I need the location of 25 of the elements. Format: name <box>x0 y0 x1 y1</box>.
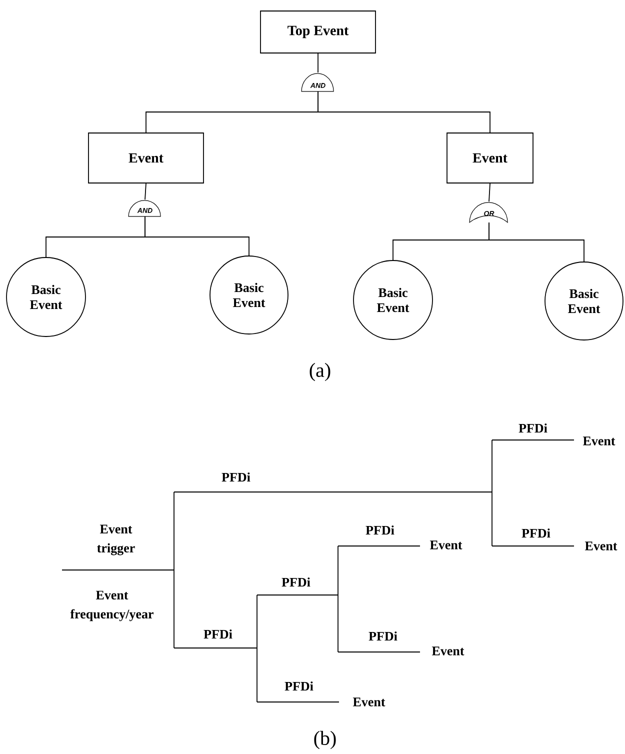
tree-label: Event frequency/year <box>70 590 154 622</box>
connector-line <box>488 183 490 202</box>
tree-label: PFDi <box>284 681 314 691</box>
tree-label: Event <box>352 698 386 706</box>
tree-label: PFDi <box>366 525 394 535</box>
tree-label: PFDi <box>204 629 232 639</box>
connector-line <box>318 91 490 133</box>
subfigure-caption: (b) <box>314 730 336 750</box>
tree-label: PFDi <box>282 577 310 587</box>
event-box: Event <box>446 132 534 184</box>
tree-label: PFDi <box>522 528 550 538</box>
event-box: Top Event <box>260 10 376 54</box>
tree-label: Event trigger <box>97 524 135 556</box>
connector-line <box>144 216 250 256</box>
tree-label: Event <box>430 540 462 550</box>
tree-label: PFDi <box>368 631 398 641</box>
event-box: Event <box>88 132 204 184</box>
tree-label: PFDi <box>222 472 250 482</box>
tree-label: PFDi <box>518 423 548 433</box>
tree-label: Event <box>432 646 464 656</box>
connector-line <box>488 222 584 262</box>
subfigure-caption: (a) <box>310 362 330 382</box>
connector-line <box>144 183 146 200</box>
tree-label: Event <box>584 542 618 550</box>
tree-label: Event <box>582 436 616 446</box>
